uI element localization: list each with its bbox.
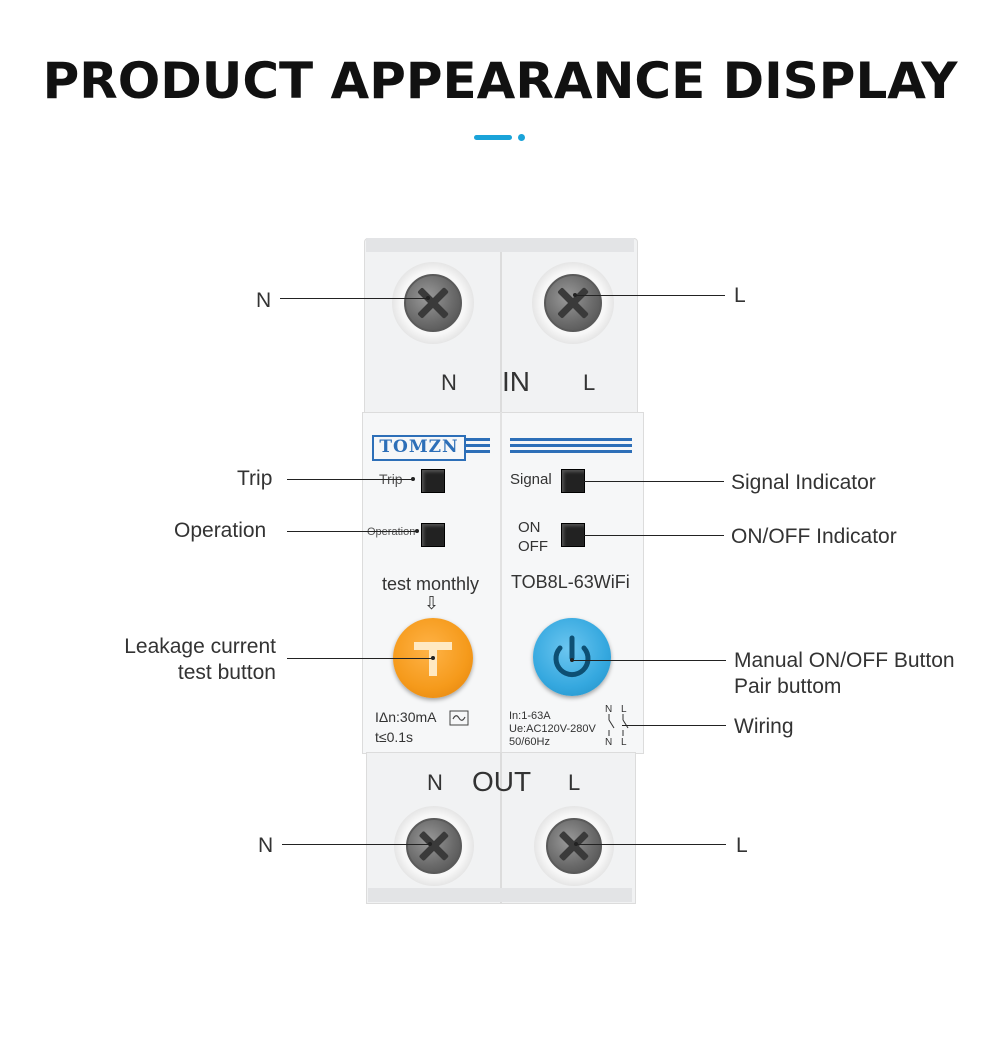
in-n-label: N	[441, 370, 457, 395]
current-rating-label: In:1-63A	[509, 710, 551, 722]
leader-line	[572, 660, 726, 661]
callout-trip: Trip	[237, 467, 273, 490]
voltage-rating-label: Ue:AC120V-280V	[509, 723, 596, 735]
out-label: OUT	[472, 766, 532, 797]
callout-bottom-l: L	[736, 834, 748, 857]
page-title: PRODUCT APPEARANCE DISPLAY	[42, 52, 958, 110]
trip-time-label: t≤0.1s	[375, 729, 414, 745]
in-l-label: L	[583, 370, 596, 395]
svg-text:L: L	[621, 737, 627, 746]
brand-logo: TOMZN	[372, 435, 466, 461]
leader-line	[622, 725, 726, 726]
screw-icon[interactable]	[404, 274, 462, 332]
leader-line	[576, 844, 726, 845]
callout-signal-indicator: Signal Indicator	[731, 471, 876, 494]
out-n-label: N	[427, 770, 443, 795]
switch-schematic-icon: N L N L	[605, 704, 629, 746]
signal-device-label: Signal	[510, 471, 552, 488]
test-monthly-label: test monthly	[382, 574, 480, 594]
callout-manual-onoff: Manual ON/OFF Button Pair buttom	[734, 648, 955, 700]
callout-operation: Operation	[174, 519, 267, 542]
model-label: TOB8L-63WiFi	[511, 572, 630, 592]
out-l-label: L	[568, 770, 581, 795]
leader-dot	[426, 296, 430, 300]
main-body	[362, 412, 644, 754]
callout-leakage-line2: test button	[177, 661, 276, 684]
pole-divider	[500, 412, 502, 752]
brand-stripe	[510, 450, 632, 453]
bottom-terminal-strip	[368, 888, 632, 902]
leader-dot	[431, 656, 435, 660]
test-arrow-icon: ⇩	[424, 593, 440, 613]
leader-dot	[574, 842, 578, 846]
leader-line	[575, 295, 725, 296]
in-label: IN	[502, 366, 530, 397]
power-icon	[553, 635, 591, 678]
off-device-label: OFF	[518, 538, 548, 555]
callout-onoff-indicator: ON/OFF Indicator	[731, 525, 897, 548]
screw-icon[interactable]	[546, 818, 602, 874]
callout-manual-line1: Manual ON/OFF Button	[734, 649, 955, 672]
operation-device-label: Operation	[367, 526, 416, 538]
top-terminal-strip	[366, 238, 634, 252]
leak-rating-label: IΔn:30mA	[375, 709, 437, 725]
manual-onoff-button[interactable]	[533, 618, 611, 696]
title-accent-dot	[518, 134, 525, 141]
brand-stripe	[466, 444, 490, 447]
leader-line	[572, 535, 724, 536]
title-accent-bar	[474, 135, 512, 140]
screw-icon[interactable]	[406, 818, 462, 874]
leader-line	[287, 531, 417, 532]
leader-dot	[428, 842, 432, 846]
trip-indicator	[421, 469, 445, 493]
callout-wiring: Wiring	[734, 715, 794, 738]
svg-text:N: N	[605, 704, 612, 715]
callout-bottom-n: N	[258, 834, 274, 857]
on-device-label: ON	[518, 519, 541, 536]
screw-icon[interactable]	[544, 274, 602, 332]
callout-leakage: Leakage current test button	[90, 634, 276, 686]
brand-stripe	[510, 438, 632, 441]
leader-line	[287, 658, 433, 659]
callout-manual-line2: Pair buttom	[734, 675, 842, 698]
callout-top-n: N	[256, 289, 272, 312]
leader-dot	[415, 529, 419, 533]
svg-text:N: N	[605, 737, 612, 746]
brand-stripe	[510, 444, 632, 447]
leader-line	[282, 844, 430, 845]
leader-line	[280, 298, 428, 299]
leader-dot	[573, 293, 577, 297]
frequency-label: 50/60Hz	[509, 736, 550, 748]
svg-text:L: L	[621, 704, 627, 715]
brand-stripe	[466, 450, 490, 453]
leader-line	[572, 481, 724, 482]
callout-leakage-line1: Leakage current	[124, 635, 276, 658]
ac-wave-icon	[449, 710, 469, 726]
leader-line	[287, 479, 413, 480]
callout-top-l: L	[734, 284, 746, 307]
brand-stripe	[466, 438, 490, 441]
leader-dot	[570, 658, 574, 662]
leader-dot	[411, 477, 415, 481]
leader-dot	[570, 533, 574, 537]
leader-dot	[570, 479, 574, 483]
operation-indicator	[421, 523, 445, 547]
